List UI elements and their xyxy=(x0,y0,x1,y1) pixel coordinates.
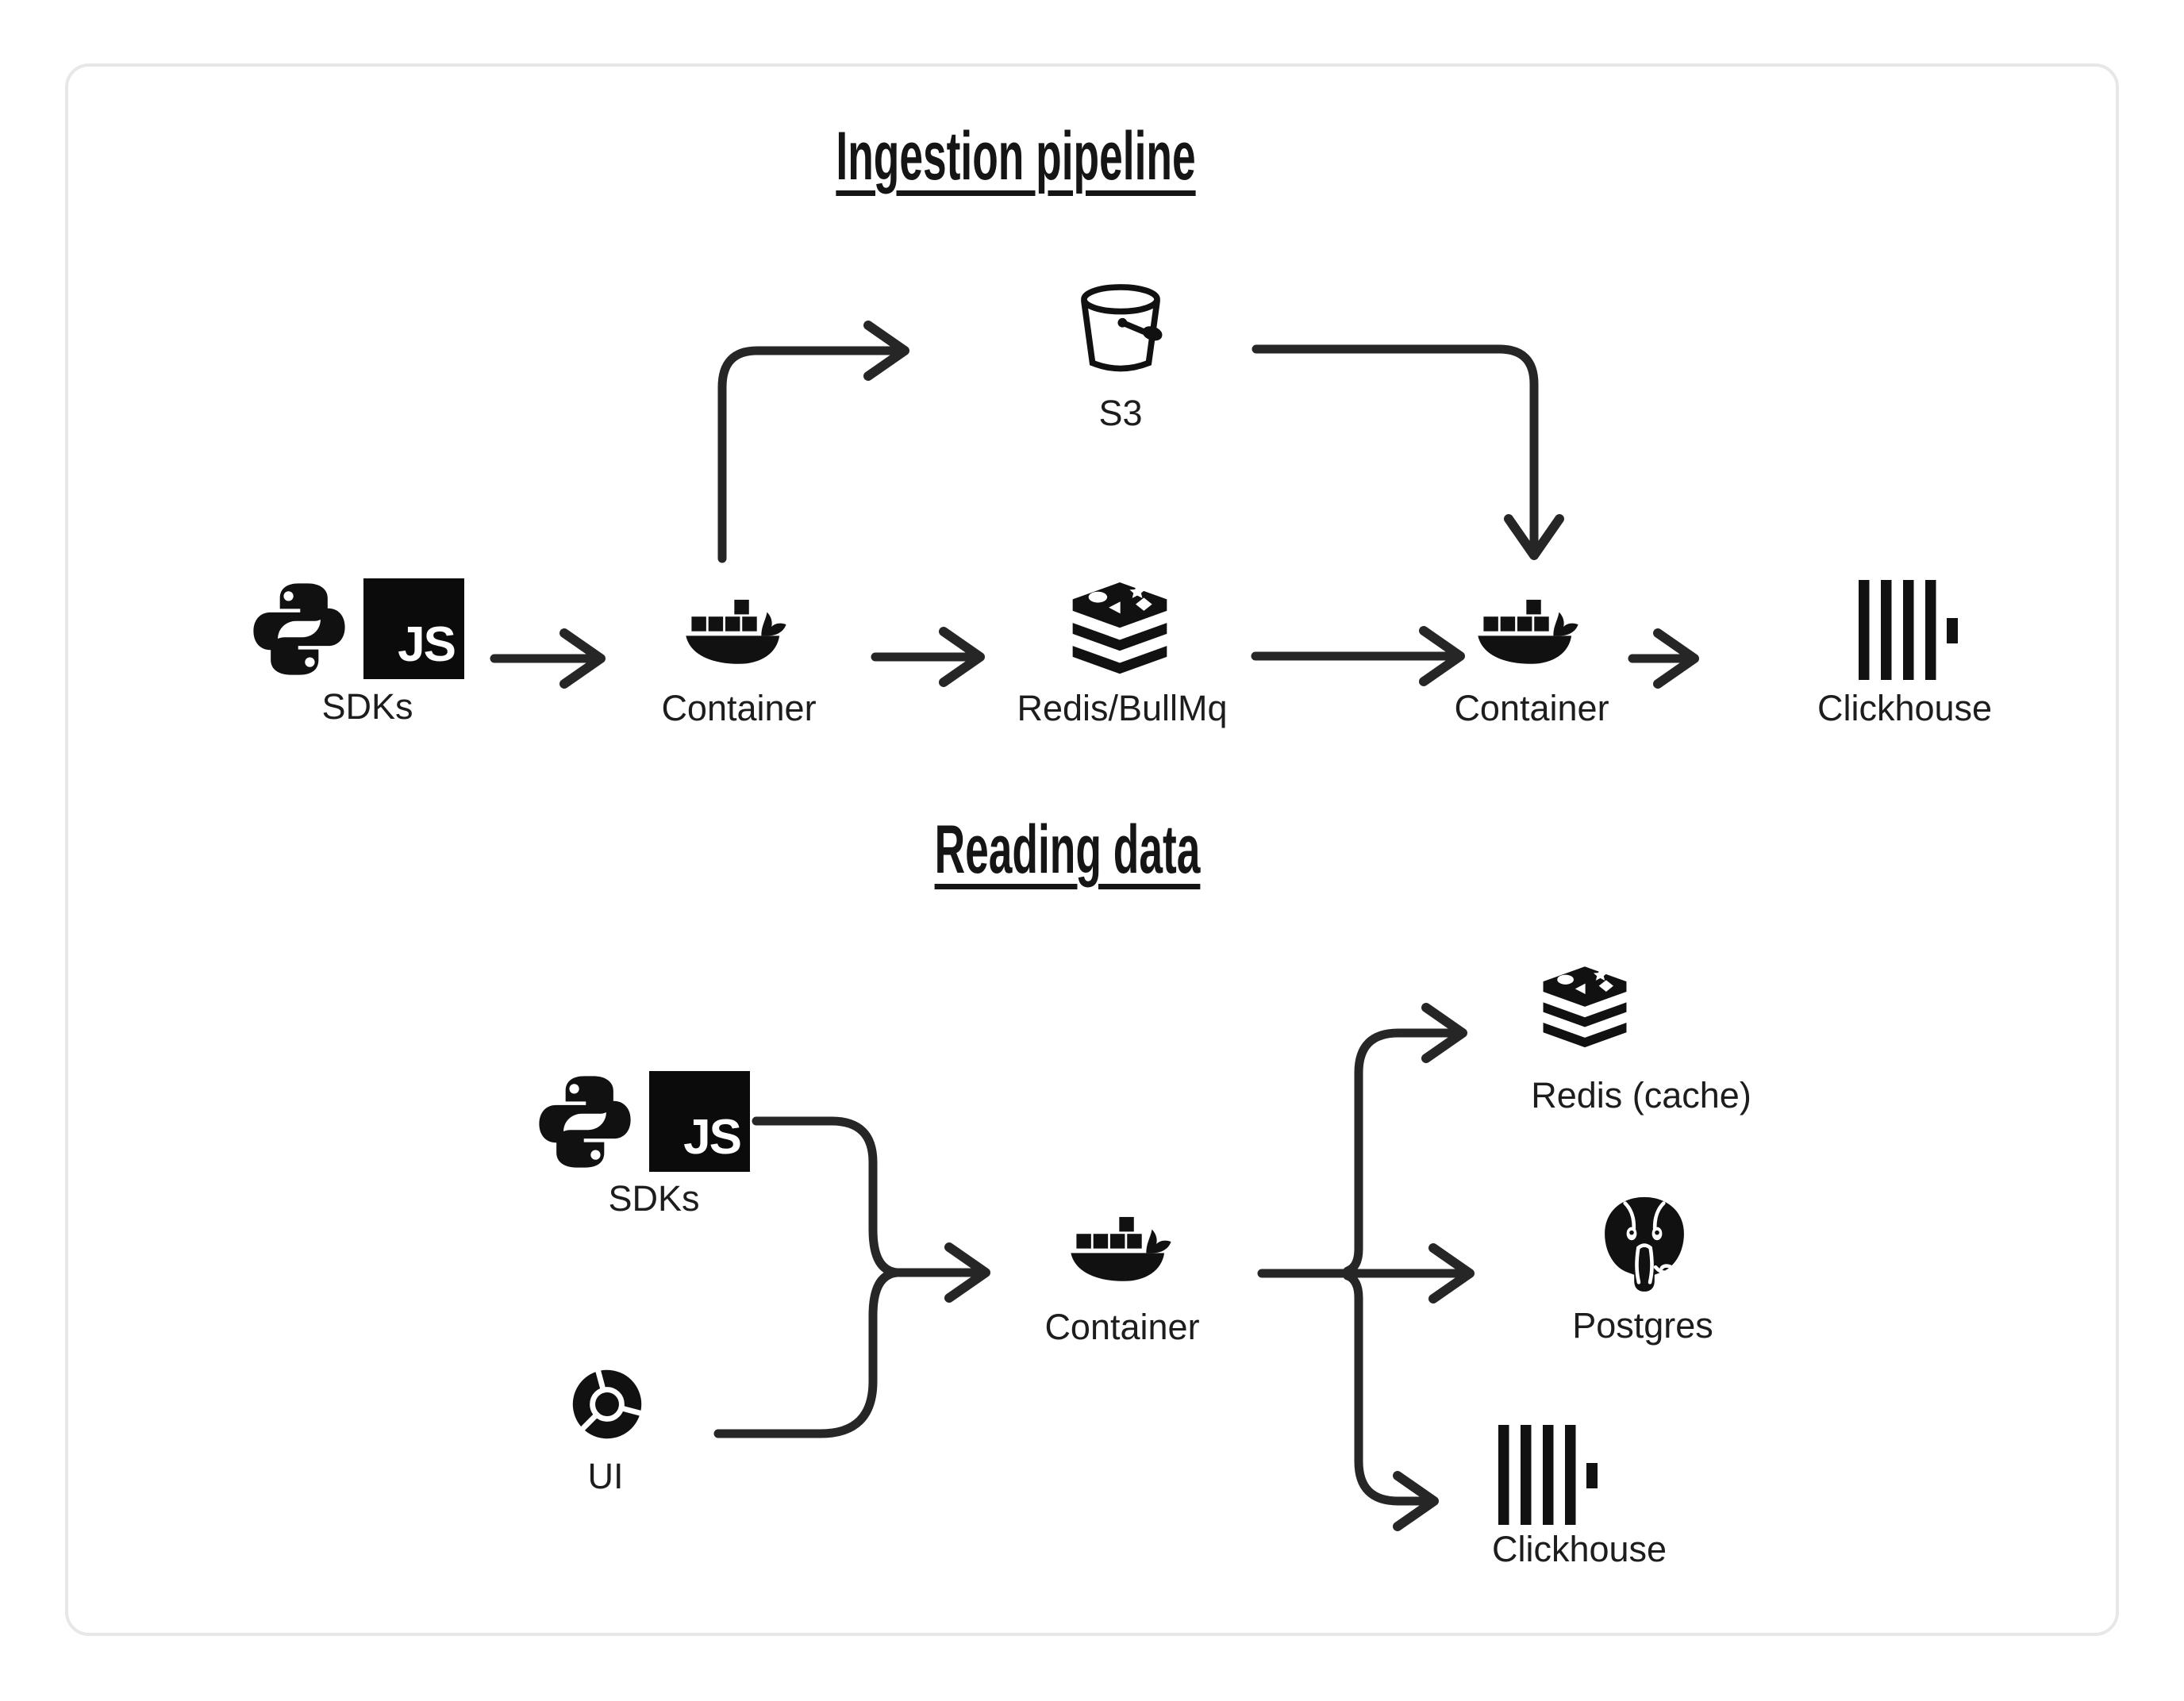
arrow-sdks-to-container xyxy=(490,628,606,689)
chrome-icon xyxy=(571,1368,644,1441)
s3-bucket-icon xyxy=(1074,279,1167,379)
node-label-db: Postgres xyxy=(1572,1305,1713,1346)
arrow-container-to-s3 xyxy=(717,321,909,563)
ingestion-title-text: Ingestion pipeline xyxy=(836,118,1196,194)
javascript-icon-text: JS xyxy=(683,1110,742,1165)
reading-title-text: Reading data xyxy=(934,812,1201,888)
arrow-container-to-clickhouse-read xyxy=(1343,1271,1439,1531)
docker-icon xyxy=(682,592,795,675)
python-icon xyxy=(248,577,350,682)
docker-icon xyxy=(1475,592,1587,675)
arrow-redis-to-container xyxy=(1251,626,1465,686)
redis-icon xyxy=(1536,966,1633,1048)
node-label-cache: Redis (cache) xyxy=(1531,1075,1751,1115)
node-label-warehouse-read: Clickhouse xyxy=(1491,1529,1667,1569)
node-label-queue: Redis/BullMq xyxy=(1017,688,1228,728)
node-label-s3: S3 xyxy=(1098,393,1143,433)
node-label-warehouse: Clickhouse xyxy=(1817,688,1993,728)
node-label-sdks: SDKs xyxy=(321,686,413,727)
line-ui-merge xyxy=(713,1268,902,1438)
docker-icon xyxy=(1067,1209,1180,1292)
javascript-icon: JS xyxy=(363,578,464,679)
arrow-s3-to-container xyxy=(1252,344,1564,560)
clickhouse-icon xyxy=(1859,580,1958,680)
reading-title: Reading data xyxy=(853,811,1282,889)
clickhouse-icon xyxy=(1498,1425,1598,1525)
arrow-container-to-redis-cache xyxy=(1343,1003,1467,1276)
arrow-container-to-redis xyxy=(871,627,985,687)
postgres-icon xyxy=(1594,1188,1695,1301)
javascript-icon: JS xyxy=(649,1071,750,1172)
node-label-ui: UI xyxy=(587,1456,624,1496)
arrow-container-to-clickhouse xyxy=(1628,628,1699,689)
node-label-container-in: Container xyxy=(661,688,817,728)
python-icon xyxy=(534,1069,636,1174)
arrow-container-to-postgres xyxy=(1257,1243,1475,1304)
ingestion-title: Ingestion pipeline xyxy=(725,117,1305,196)
node-label-sdks-read: SDKs xyxy=(608,1178,700,1219)
arrow-merge-to-container xyxy=(892,1242,990,1303)
line-sdks-merge xyxy=(752,1116,902,1277)
node-label-container-out: Container xyxy=(1454,688,1609,728)
javascript-icon-text: JS xyxy=(398,617,456,672)
node-label-container-read: Container xyxy=(1044,1307,1200,1347)
redis-icon xyxy=(1065,582,1175,674)
diagram-card xyxy=(65,63,2119,1636)
